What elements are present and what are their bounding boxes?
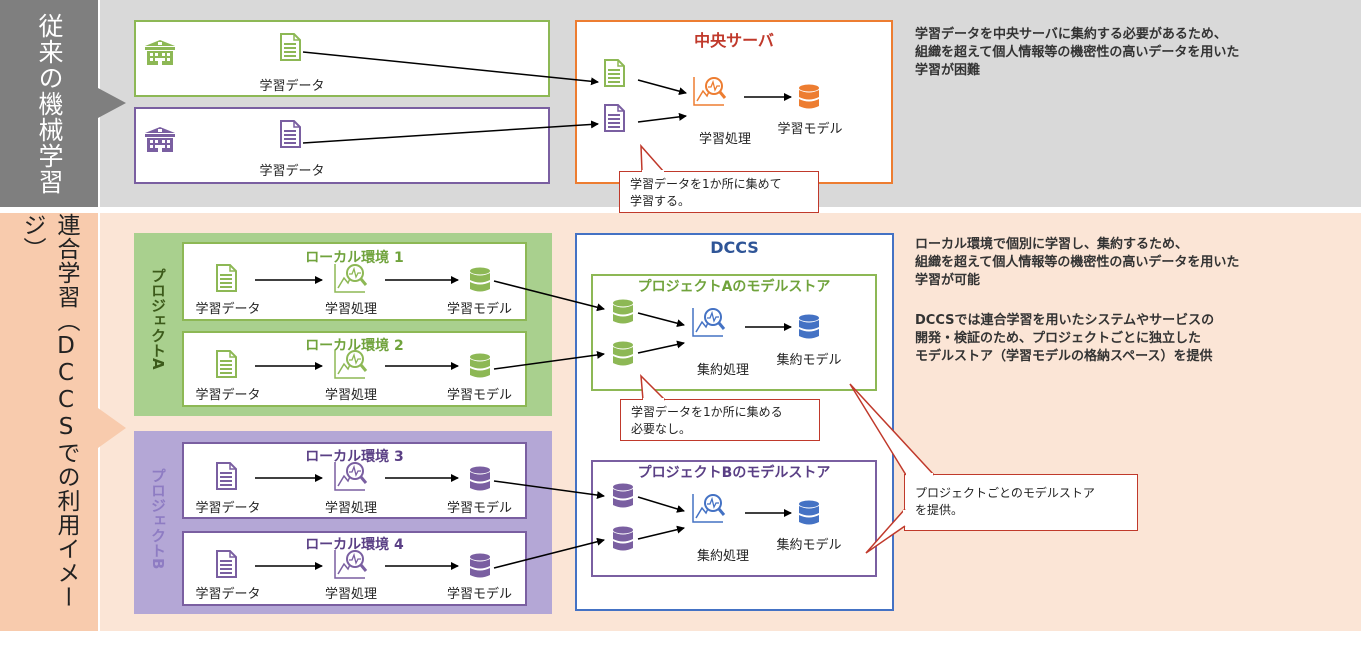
document-icon <box>604 104 625 132</box>
database-icon <box>470 353 490 378</box>
analysis-icon <box>692 75 727 107</box>
learning-data-label: 学習データ <box>195 302 261 317</box>
aggregate-model-label: 集約モデル <box>776 538 842 553</box>
local-env-4 <box>182 531 527 606</box>
arrow <box>493 537 605 569</box>
org-box-purple <box>134 107 550 184</box>
model-label: 学習モデル <box>446 501 512 516</box>
model-label: 学習モデル <box>446 587 512 602</box>
arrow <box>302 51 599 86</box>
local-env-2-title: ローカル環境 2 <box>305 338 404 354</box>
arrow <box>637 496 685 513</box>
database-icon <box>613 341 633 366</box>
central-server-title: 中央サーバ <box>694 31 774 50</box>
callout-pointer <box>849 383 935 476</box>
callout-pointer <box>640 374 666 401</box>
local-env-1-title: ローカル環境 1 <box>305 250 404 266</box>
document-icon <box>216 550 237 578</box>
database-icon <box>613 483 633 508</box>
arrow <box>637 112 687 123</box>
processing-label: 学習処理 <box>324 388 377 403</box>
callout-centralize: 学習データを1か所に集めて学習する。 <box>619 171 819 213</box>
explanation-traditional: 学習データを中央サーバに集約する必要があるため、組織を超えて個人情報等の機密性の… <box>915 27 1240 78</box>
local-env-3 <box>182 442 527 519</box>
arrow <box>637 525 685 540</box>
processing-label: 学習処理 <box>324 587 377 602</box>
local-env-2 <box>182 331 527 407</box>
central-server-box <box>575 20 893 184</box>
learning-data-label: 学習データ <box>195 587 261 602</box>
learning-data-label: 学習データ <box>195 501 261 516</box>
explanation-federated: ローカル環境で個別に学習し、集約するため、組織を超えて個人情報等の機密性の高いデ… <box>915 237 1240 288</box>
learning-data-label: 学習データ <box>259 79 325 94</box>
model-store-b-title: プロジェクトBのモデルストア <box>637 465 831 481</box>
analysis-icon <box>691 306 726 338</box>
arrow <box>493 350 605 370</box>
project-a-label: プロジェクトA <box>149 268 167 370</box>
explanation-dccs: DCCSでは連合学習を用いたシステムやサービスの開発・検証のため、プロジェクトご… <box>915 313 1215 364</box>
document-icon <box>280 33 301 61</box>
org-box-green <box>134 20 550 97</box>
aggregate-model-label: 集約モデル <box>776 353 842 368</box>
database-icon <box>470 553 490 578</box>
arrow <box>637 79 687 96</box>
dccs-title: DCCS <box>710 238 759 257</box>
database-icon <box>470 466 490 491</box>
document-icon <box>216 264 237 292</box>
arrow <box>637 340 685 354</box>
aggregate-label: 集約処理 <box>696 549 749 564</box>
document-icon <box>216 462 237 490</box>
model-label: 学習モデル <box>446 388 512 403</box>
project-b-label: プロジェクトB <box>149 468 167 570</box>
learning-data-label: 学習データ <box>259 164 325 179</box>
aggregate-label: 集約処理 <box>696 363 749 378</box>
analysis-icon <box>333 262 368 294</box>
building-icon <box>145 40 175 65</box>
arrow <box>493 280 605 312</box>
database-icon <box>799 314 819 339</box>
processing-label: 学習処理 <box>698 132 751 147</box>
analysis-icon <box>333 548 368 580</box>
database-icon <box>613 299 633 324</box>
callout-pointer <box>865 508 906 554</box>
callout-no-centralize: 学習データを1か所に集める必要なし。 <box>620 399 820 441</box>
document-icon <box>280 120 301 148</box>
local-env-4-title: ローカル環境 4 <box>305 537 404 553</box>
model-store-a-title: プロジェクトAのモデルストア <box>637 279 831 295</box>
model-label: 学習モデル <box>446 302 512 317</box>
analysis-icon <box>333 348 368 380</box>
database-icon <box>799 84 819 109</box>
callout-pointer <box>640 143 665 173</box>
arrow <box>302 120 599 144</box>
document-icon <box>604 59 625 87</box>
database-icon <box>799 500 819 525</box>
building-icon <box>145 127 175 152</box>
arrow <box>493 480 605 500</box>
processing-label: 学習処理 <box>324 302 377 317</box>
local-env-3-title: ローカル環境 3 <box>305 449 404 465</box>
model-store-b <box>591 460 877 577</box>
model-store-a <box>591 274 877 391</box>
model-label: 学習モデル <box>777 122 843 137</box>
arrow <box>637 312 685 328</box>
analysis-icon <box>333 460 368 492</box>
callout-model-store: プロジェクトごとのモデルストアを提供。 <box>904 474 1138 531</box>
analysis-icon <box>691 492 726 524</box>
database-icon <box>613 526 633 551</box>
learning-data-label: 学習データ <box>195 388 261 403</box>
document-icon <box>216 350 237 378</box>
processing-label: 学習処理 <box>324 501 377 516</box>
database-icon <box>470 267 490 292</box>
